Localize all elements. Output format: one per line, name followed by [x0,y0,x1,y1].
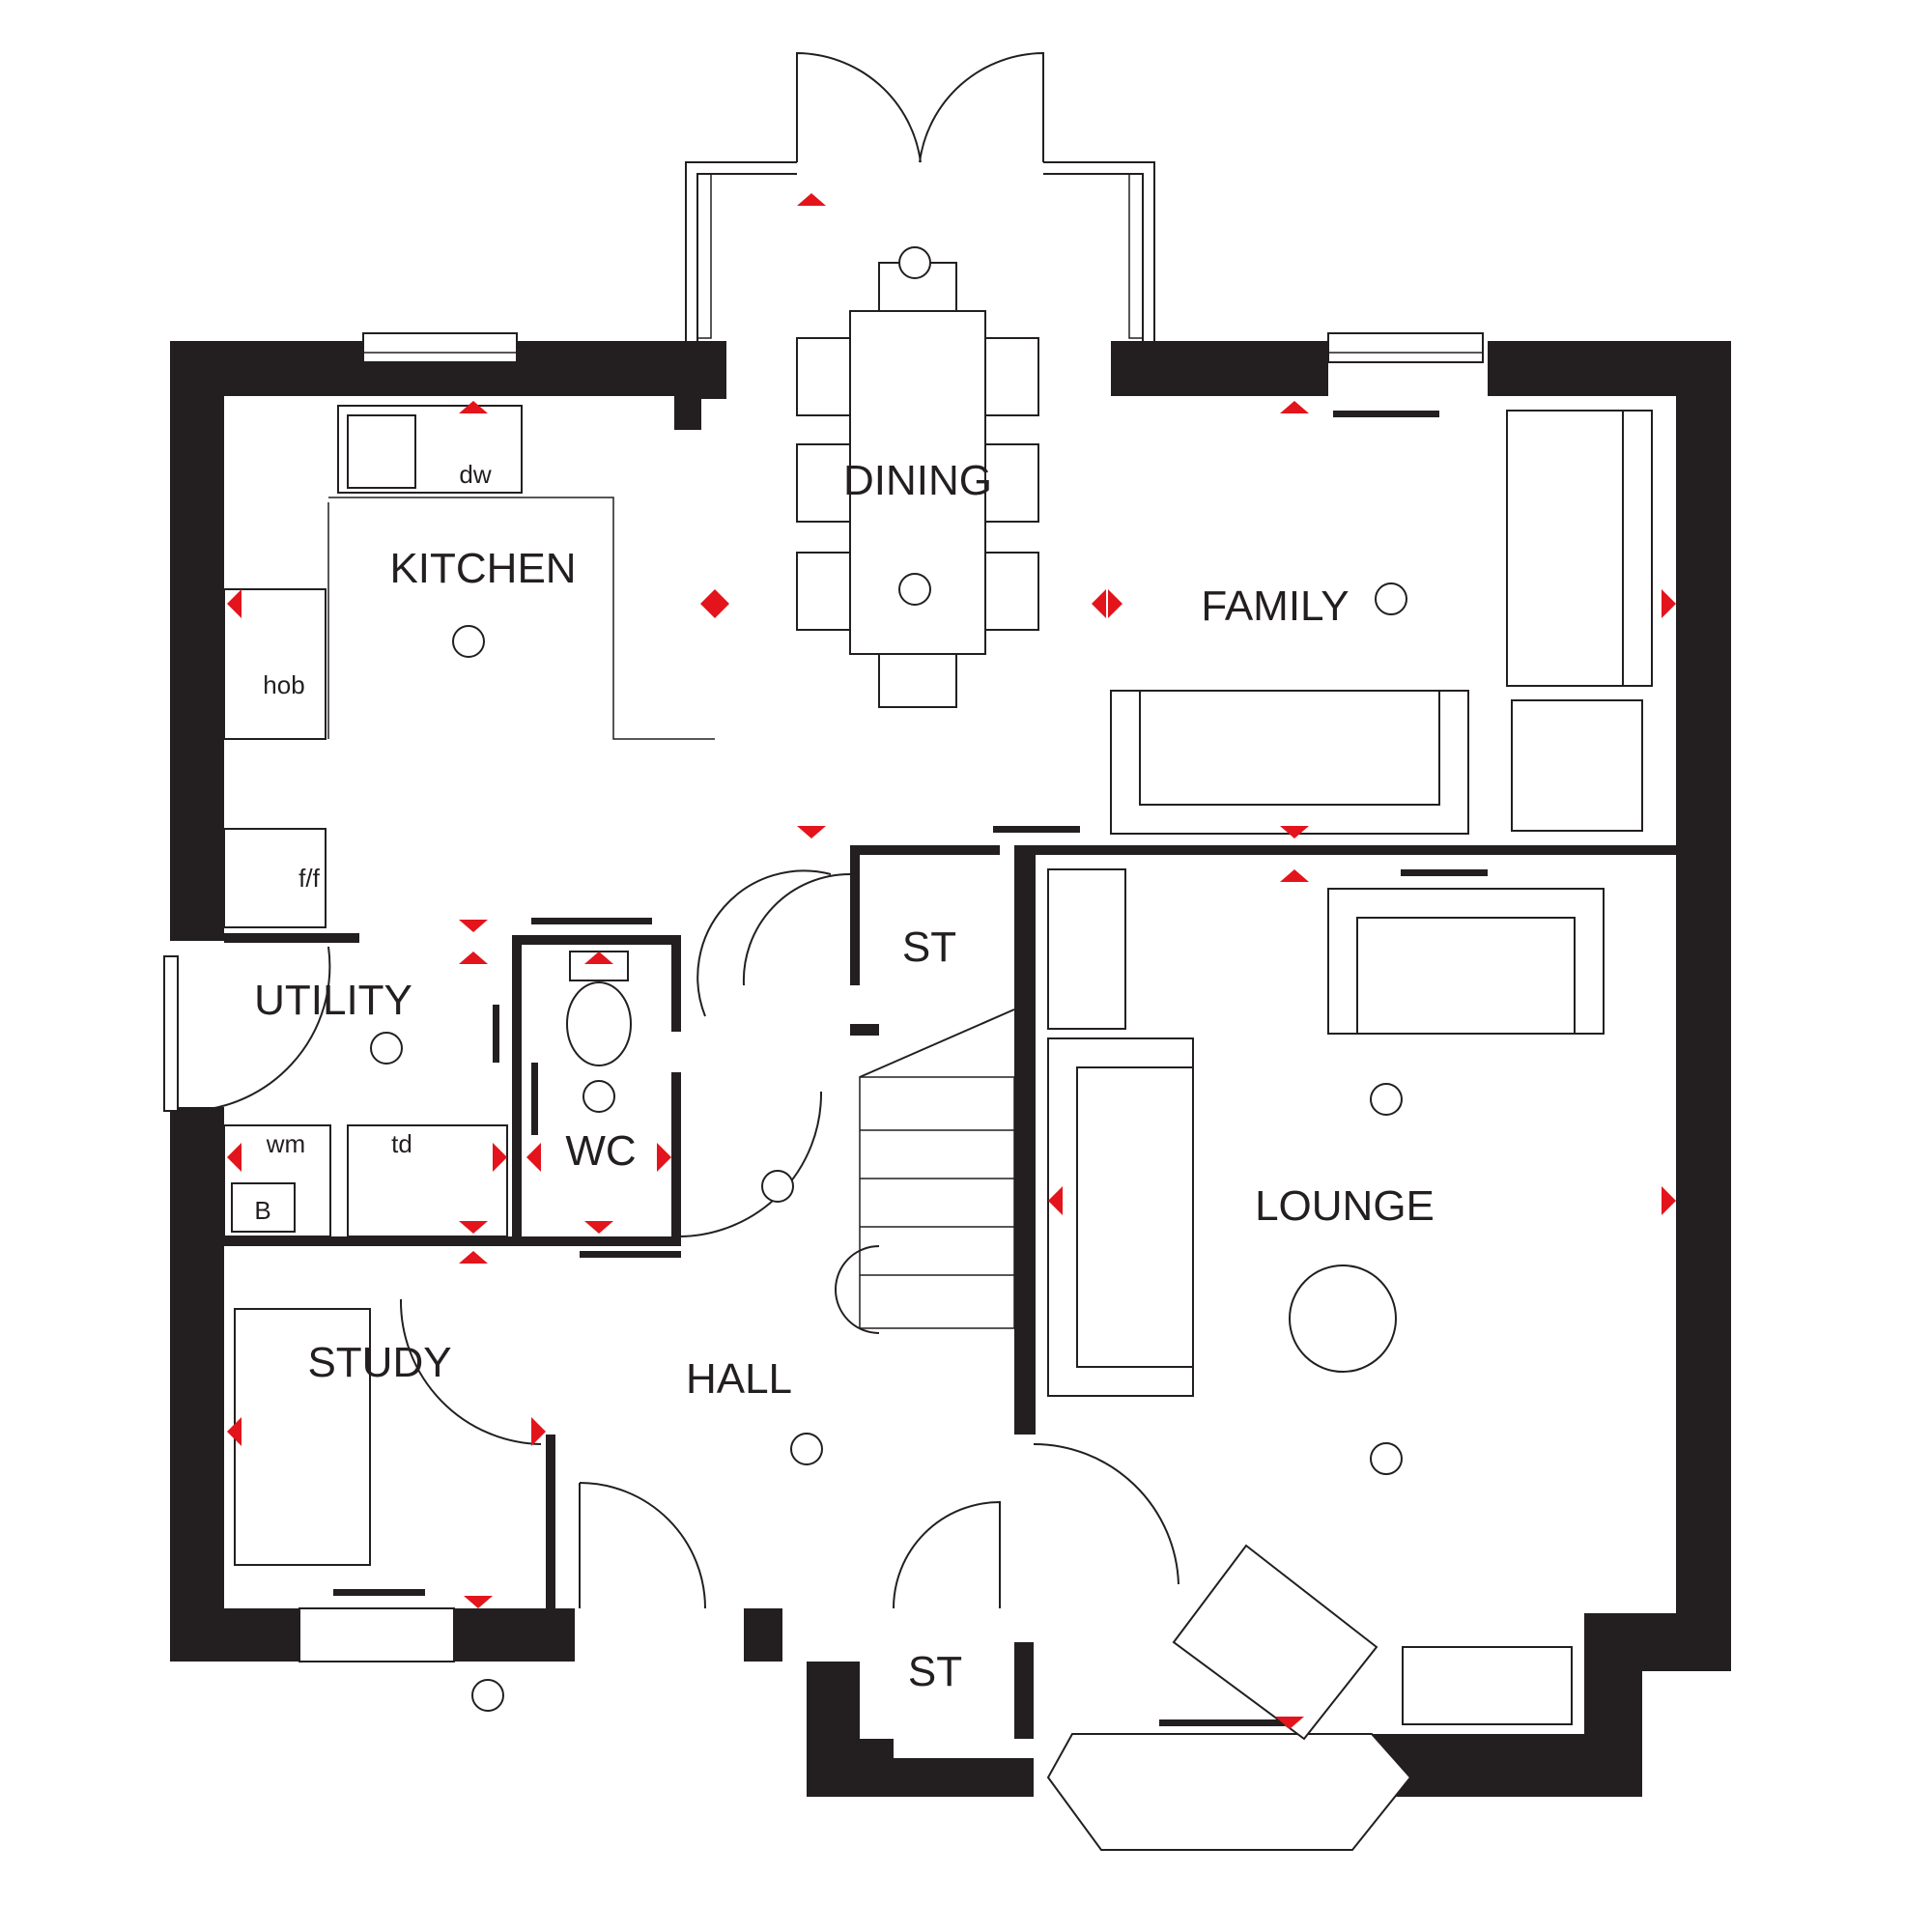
room-label-dining: DINING [843,457,992,504]
room-label-hall: HALL [686,1355,792,1403]
room-label-lounge: LOUNGE [1255,1182,1435,1230]
appliance-label-dw: dw [459,460,491,489]
dining-bay [685,51,1155,341]
room-label-study: STUDY [307,1339,451,1386]
room-label-st-lower: ST [908,1648,962,1695]
radiators [333,411,1488,1726]
windows [163,332,1484,1851]
appliance-labels: dw hob f/f wm td B [254,460,492,1225]
appliance-label-ff: f/f [298,864,320,893]
room-label-wc: WC [565,1127,636,1175]
appliance-label-wm: wm [266,1129,305,1158]
internal-walls [224,845,1681,1739]
appliance-label-td: td [391,1129,412,1158]
external-walls [170,341,1731,1797]
appliance-label-hob: hob [263,670,304,699]
room-label-utility: UTILITY [254,977,412,1024]
red-markers [227,193,1676,1729]
room-label-st-upper: ST [902,923,956,971]
room-label-family: FAMILY [1201,582,1349,630]
light-fittings [370,246,1407,1712]
appliance-label-boiler: B [254,1196,270,1225]
room-label-kitchen: KITCHEN [389,545,576,592]
furniture [223,262,1653,1741]
room-labels: KITCHEN DINING FAMILY UTILITY WC ST LOUN… [254,457,1435,1695]
